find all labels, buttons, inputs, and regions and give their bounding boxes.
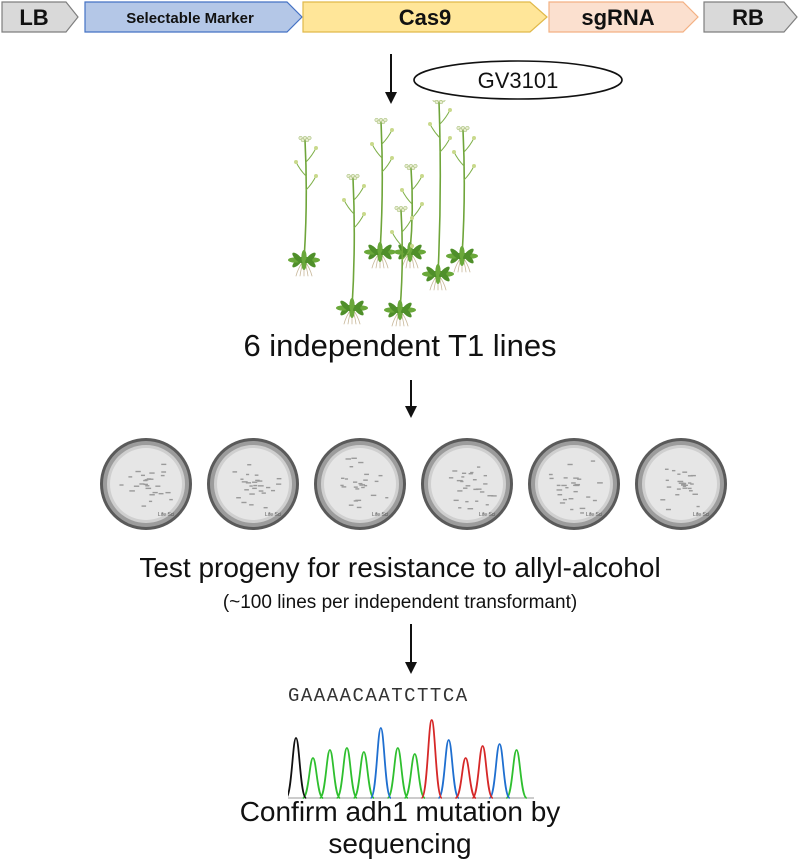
- screen-subcaption: (~100 lines per independent transformant…: [222, 592, 578, 613]
- cas9-segment: Cas9: [302, 1, 548, 33]
- petri-dish-label: Life Sci: [693, 512, 709, 518]
- petri-dish-row: Life Sci Life Sci Life Sci Life Sci Life Sci…: [98, 436, 727, 536]
- arabidopsis-plant: [422, 100, 454, 291]
- arabidopsis-plant: [288, 135, 320, 277]
- arrow-down-icon: [405, 380, 417, 418]
- lb-label: LB: [19, 5, 48, 30]
- agrobacterium-ellipse: GV3101: [413, 60, 623, 100]
- selectable-marker-label: Selectable Marker: [126, 10, 254, 27]
- petri-dish-label: Life Sci: [479, 512, 495, 518]
- arrow-down-icon: [405, 624, 417, 674]
- screen-caption: Test progeny for resistance to allyl-alc…: [139, 552, 661, 583]
- final-caption-line1: Confirm adh1 mutation by: [239, 796, 561, 827]
- petri-dish: Life Sci: [528, 438, 620, 530]
- arabidopsis-plant: [384, 205, 416, 327]
- sequence-read: GAAAACAATCTTCA: [288, 685, 469, 707]
- agrobacterium-strain-label: GV3101: [478, 68, 559, 93]
- lb-segment: LB: [1, 1, 79, 33]
- trace-c: [369, 727, 511, 799]
- chromatogram: [288, 719, 534, 799]
- arabidopsis-plants-image: [288, 100, 478, 327]
- petri-dish-label: Life Sci: [158, 512, 174, 518]
- arrow-down-icon: [385, 54, 397, 104]
- sgrna-label: sgRNA: [581, 5, 654, 30]
- t1-lines-caption: 6 independent T1 lines: [243, 328, 557, 363]
- petri-dish-label: Life Sci: [372, 512, 388, 518]
- trace-a: [301, 747, 528, 799]
- sgrna-segment: sgRNA: [548, 1, 699, 33]
- arabidopsis-plant: [336, 173, 368, 325]
- petri-dish-label: Life Sci: [586, 512, 602, 518]
- arabidopsis-plant: [446, 125, 478, 273]
- trace-g: [288, 737, 308, 799]
- petri-dish: Life Sci: [421, 438, 513, 530]
- petri-dish: Life Sci: [314, 438, 406, 530]
- arabidopsis-plant: [394, 163, 426, 269]
- trace-t: [420, 719, 494, 799]
- petri-dish-label: Life Sci: [265, 512, 281, 518]
- petri-dish: Life Sci: [635, 438, 727, 530]
- arabidopsis-plant: [364, 117, 396, 269]
- rb-segment: RB: [703, 1, 798, 33]
- rb-label: RB: [732, 5, 764, 30]
- petri-dish: Life Sci: [100, 438, 192, 530]
- final-caption: Confirm adh1 mutation by sequencing: [170, 796, 630, 860]
- selectable-marker-segment: Selectable Marker: [84, 1, 303, 33]
- petri-dish: Life Sci: [207, 438, 299, 530]
- cas9-label: Cas9: [399, 5, 452, 30]
- t-dna-construct: LB Selectable Marker Cas9 sgRNA RB: [1, 1, 798, 33]
- final-caption-line2: sequencing: [328, 828, 472, 859]
